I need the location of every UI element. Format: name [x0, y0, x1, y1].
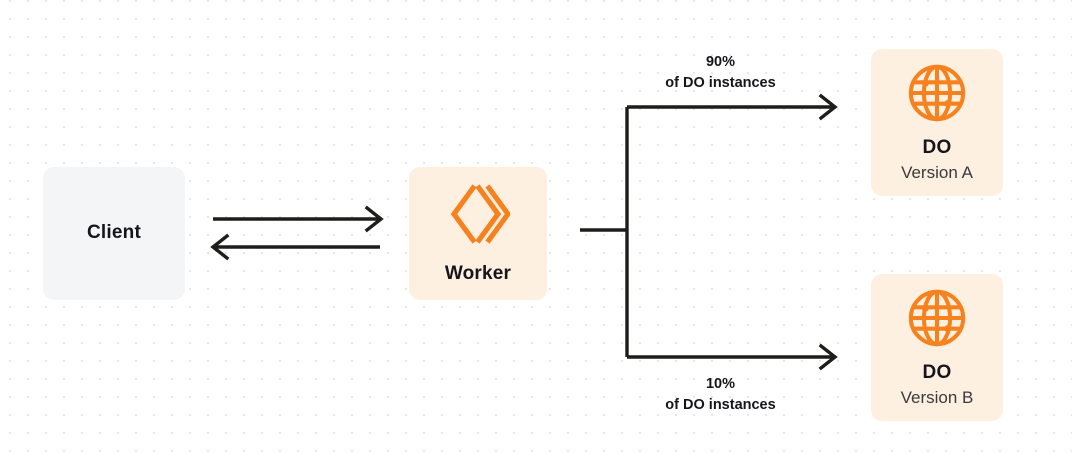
- node-do-a-label: DO: [922, 136, 952, 158]
- flow-label-bottom-description: of DO instances: [665, 396, 776, 413]
- node-client: Client: [43, 167, 185, 300]
- globe-icon: [906, 287, 968, 349]
- flow-label-bottom-percent: 10%: [705, 376, 736, 392]
- flow-label-top: 90% of DO instances: [633, 52, 808, 93]
- node-worker: Worker: [409, 167, 547, 300]
- flow-label-top-percent: 90%: [705, 54, 736, 70]
- flow-label-bottom: 10% of DO instances: [633, 374, 808, 415]
- node-do-version-b: DO Version B: [871, 274, 1003, 421]
- node-do-b-label: DO: [922, 361, 952, 383]
- globe-icon: [906, 62, 968, 124]
- node-do-version-a: DO Version A: [871, 49, 1003, 196]
- node-worker-label: Worker: [444, 263, 512, 285]
- node-do-b-sublabel: Version B: [900, 387, 974, 407]
- node-client-label: Client: [87, 222, 141, 244]
- cloudflare-workers-icon: [446, 182, 510, 246]
- node-do-a-sublabel: Version A: [901, 162, 973, 182]
- arrow-worker-to-client: [210, 233, 380, 261]
- arrow-client-to-worker: [213, 205, 384, 233]
- arrow-worker-to-do-a: [627, 93, 838, 121]
- connector-worker-fork: [580, 107, 629, 357]
- arrow-worker-to-do-b: [627, 343, 838, 371]
- flow-label-top-description: of DO instances: [665, 74, 776, 91]
